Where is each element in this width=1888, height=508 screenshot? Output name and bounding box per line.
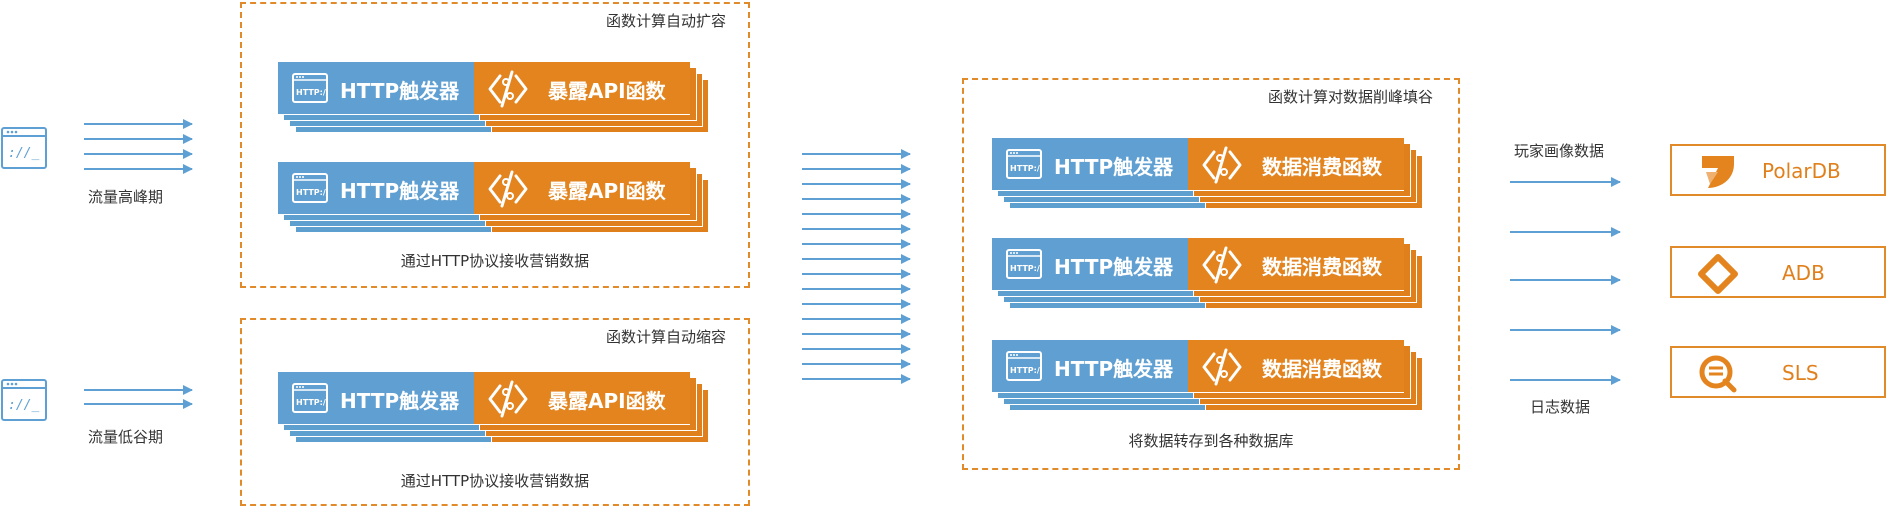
scale-out-caption: 通过HTTP协议接收营销数据 xyxy=(400,252,590,270)
card-front: HTTP:// HTTP触发器 数据消费函数 xyxy=(992,340,1404,392)
sls-name: SLS xyxy=(1782,361,1819,385)
http-trigger-label: HTTP触发器 xyxy=(340,79,460,103)
svg-text:HTTP://: HTTP:// xyxy=(1010,164,1042,173)
polardb-box: PolarDB xyxy=(1670,144,1886,196)
http-trigger: HTTP:// HTTP触发器 xyxy=(992,238,1188,290)
http-trigger-label: HTTP触发器 xyxy=(1054,357,1174,381)
function-label: 暴露API函数 xyxy=(548,389,666,413)
api-function: 暴露API函数 xyxy=(474,62,690,114)
http-trigger: HTTP:// HTTP触发器 xyxy=(992,138,1188,190)
trough-label: 流量低谷期 xyxy=(88,428,164,446)
sls-icon xyxy=(1699,355,1737,393)
function-code-icon xyxy=(1202,348,1242,386)
svg-text:HTTP://: HTTP:// xyxy=(296,398,328,407)
api-function: 暴露API函数 xyxy=(474,162,690,214)
http-trigger: HTTP:// HTTP触发器 xyxy=(278,372,474,424)
http-window-icon: HTTP:// xyxy=(292,173,328,203)
function-code-icon xyxy=(1202,246,1242,284)
function-label: 数据消费函数 xyxy=(1262,255,1382,279)
http-trigger: HTTP:// HTTP触发器 xyxy=(278,62,474,114)
consume-function-card: HTTP:// HTTP触发器 数据消费函数 xyxy=(992,238,1422,310)
adb-name: ADB xyxy=(1782,261,1825,285)
consume-function: 数据消费函数 xyxy=(1188,340,1404,392)
http-window-icon: HTTP:// xyxy=(1006,351,1042,381)
function-code-icon xyxy=(488,70,528,108)
consume-function-card: HTTP:// HTTP触发器 数据消费函数 xyxy=(992,340,1422,412)
card-front: HTTP:// HTTP触发器 数据消费函数 xyxy=(992,138,1404,190)
function-code-icon xyxy=(488,380,528,418)
adb-box: ADB xyxy=(1670,246,1886,298)
peak-shaving-caption: 将数据转存到各种数据库 xyxy=(1128,432,1294,450)
adb-icon xyxy=(1698,254,1738,294)
polardb-icon xyxy=(1702,156,1734,188)
consume-function-card: HTTP:// HTTP触发器 数据消费函数 xyxy=(992,138,1422,210)
browser-icon-trough: ://_ xyxy=(0,376,48,428)
http-window-icon: HTTP:// xyxy=(1006,249,1042,279)
http-window-icon: HTTP:// xyxy=(1006,149,1042,179)
svg-text:HTTP://: HTTP:// xyxy=(296,188,328,197)
consume-function: 数据消费函数 xyxy=(1188,138,1404,190)
svg-text:HTTP://: HTTP:// xyxy=(296,88,328,97)
scale-in-title: 函数计算自动缩容 xyxy=(606,328,727,346)
peak-label: 流量高峰期 xyxy=(88,188,164,206)
function-label: 暴露API函数 xyxy=(548,79,666,103)
api-function: 暴露API函数 xyxy=(474,372,690,424)
function-code-icon xyxy=(488,170,528,208)
http-trigger-label: HTTP触发器 xyxy=(340,389,460,413)
scale-in-box xyxy=(240,318,750,506)
function-label: 数据消费函数 xyxy=(1262,155,1382,179)
api-function-card: HTTP:// HTTP触发器 暴露API函数 xyxy=(278,62,708,134)
card-front: HTTP:// HTTP触发器 暴露API函数 xyxy=(278,162,690,214)
http-trigger: HTTP:// HTTP触发器 xyxy=(278,162,474,214)
http-trigger-label: HTTP触发器 xyxy=(1054,155,1174,179)
player-profile-label: 玩家画像数据 xyxy=(1514,142,1605,160)
function-label: 暴露API函数 xyxy=(548,179,666,203)
log-data-label: 日志数据 xyxy=(1530,398,1591,416)
svg-text:://_: ://_ xyxy=(8,146,39,161)
card-front: HTTP:// HTTP触发器 暴露API函数 xyxy=(278,372,690,424)
svg-text:://_: ://_ xyxy=(8,398,39,413)
card-front: HTTP:// HTTP触发器 数据消费函数 xyxy=(992,238,1404,290)
scale-out-box xyxy=(240,2,750,288)
peak-shaving-title: 函数计算对数据削峰填谷 xyxy=(1268,88,1434,106)
svg-text:HTTP://: HTTP:// xyxy=(1010,366,1042,375)
api-function-card: HTTP:// HTTP触发器 暴露API函数 xyxy=(278,162,708,234)
function-label: 数据消费函数 xyxy=(1262,357,1382,381)
function-code-icon xyxy=(1202,146,1242,184)
card-front: HTTP:// HTTP触发器 暴露API函数 xyxy=(278,62,690,114)
http-trigger-label: HTTP触发器 xyxy=(1054,255,1174,279)
scale-in-caption: 通过HTTP协议接收营销数据 xyxy=(400,472,590,490)
browser-icon-peak: ://_ xyxy=(0,124,48,176)
api-function-card: HTTP:// HTTP触发器 暴露API函数 xyxy=(278,372,708,444)
consume-function: 数据消费函数 xyxy=(1188,238,1404,290)
http-window-icon: HTTP:// xyxy=(292,383,328,413)
http-window-icon: HTTP:// xyxy=(292,73,328,103)
polardb-name: PolarDB xyxy=(1762,159,1841,183)
http-trigger-label: HTTP触发器 xyxy=(340,179,460,203)
http-trigger: HTTP:// HTTP触发器 xyxy=(992,340,1188,392)
svg-text:HTTP://: HTTP:// xyxy=(1010,264,1042,273)
peak-shaving-box xyxy=(962,78,1460,470)
sls-box: SLS xyxy=(1670,346,1886,398)
scale-out-title: 函数计算自动扩容 xyxy=(606,12,727,30)
